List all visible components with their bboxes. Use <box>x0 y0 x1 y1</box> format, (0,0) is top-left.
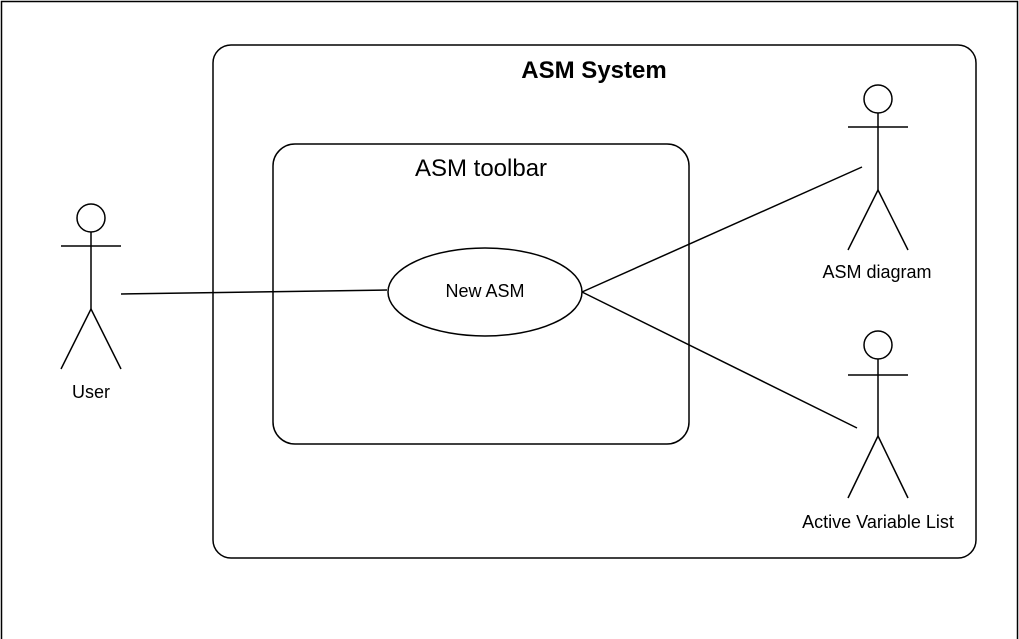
actor-active-variable-list-icon[interactable] <box>847 330 909 499</box>
system-boundary-label: ASM System <box>521 57 667 84</box>
association-new-asm-asm-diagram[interactable] <box>581 166 863 293</box>
system-boundary[interactable] <box>212 44 977 559</box>
toolbar-boundary[interactable] <box>272 143 690 445</box>
actor-asm-diagram-label: ASM diagram <box>822 262 932 282</box>
actor-asm-diagram-icon[interactable] <box>847 84 909 251</box>
actor-user-icon[interactable] <box>60 203 122 370</box>
association-new-asm-active-variable-list[interactable] <box>581 291 858 429</box>
usecase-new-asm[interactable] <box>387 247 583 337</box>
toolbar-boundary-label: ASM toolbar <box>414 155 548 182</box>
usecase-new-asm-label: New ASM <box>445 281 525 301</box>
actor-user-label: User <box>71 382 111 402</box>
association-user-new-asm[interactable] <box>120 289 388 295</box>
actor-active-variable-list-label: Active Variable List <box>802 512 954 532</box>
